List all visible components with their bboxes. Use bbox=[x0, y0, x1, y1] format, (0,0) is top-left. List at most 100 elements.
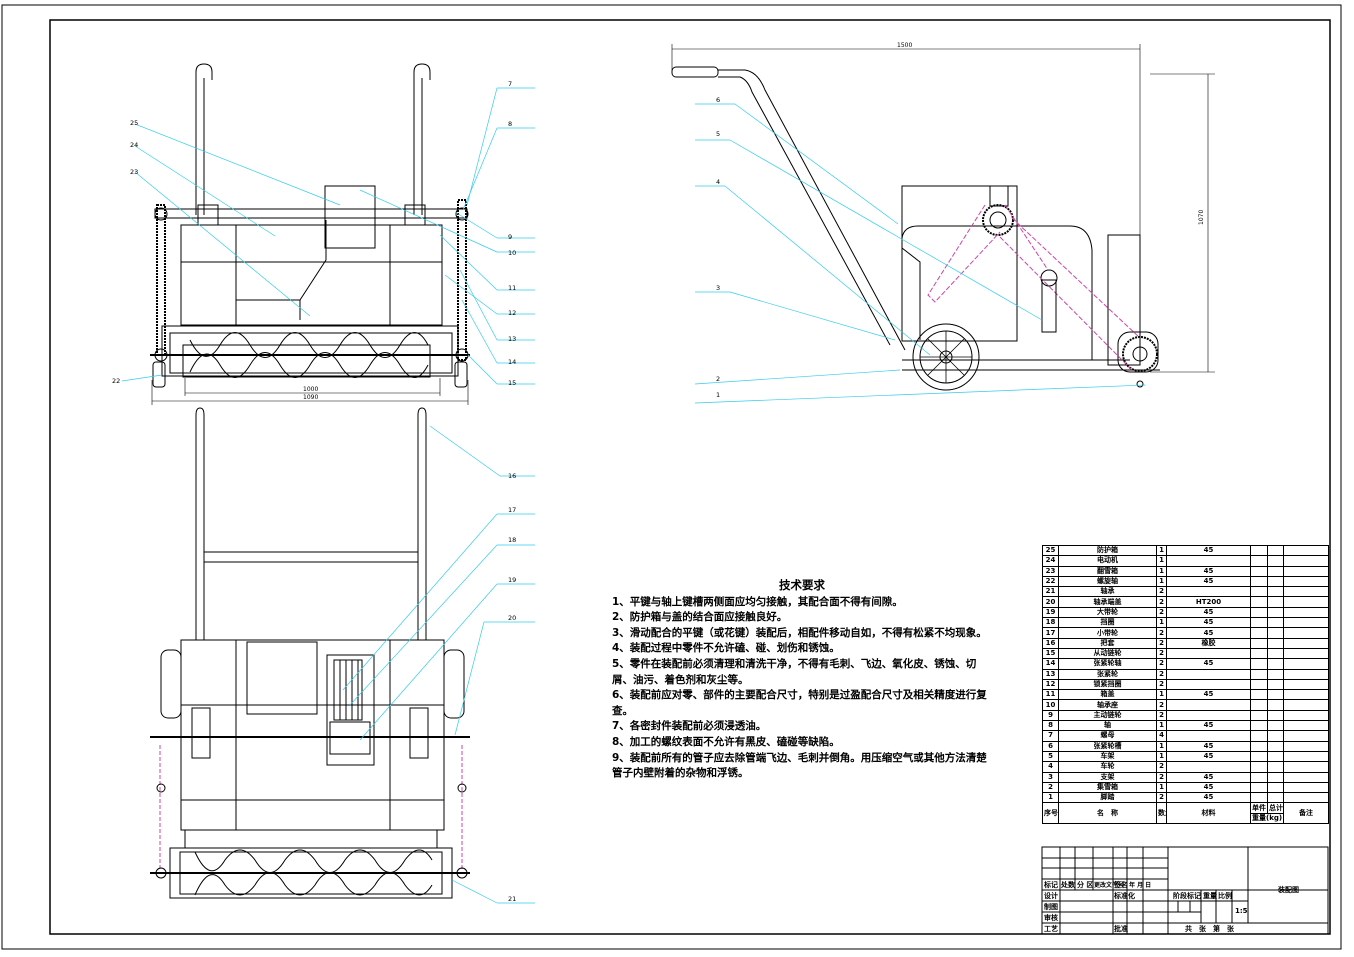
bom-empty-cell bbox=[1267, 699, 1284, 711]
bom-empty-cell bbox=[1283, 709, 1329, 722]
bom-material: HT200 bbox=[1166, 596, 1251, 608]
bom-qty: 2 bbox=[1156, 586, 1167, 598]
bom-empty-cell bbox=[1283, 668, 1329, 680]
bom-qty: 1 bbox=[1156, 565, 1167, 577]
bom-name: 锁紧挡圈 bbox=[1058, 678, 1157, 691]
label-11: 11 bbox=[508, 284, 516, 292]
tech-item: 1、平键与轴上键槽两侧面应均匀接触，其配合面不得有间隙。 bbox=[612, 595, 903, 608]
bom-empty-cell bbox=[1250, 689, 1268, 701]
bom-material: 45 bbox=[1166, 750, 1251, 763]
bom-empty-cell bbox=[1250, 555, 1268, 567]
bom-header-weight: 重量(kg) bbox=[1250, 812, 1284, 825]
label-16: 16 bbox=[508, 472, 516, 480]
bom-empty-cell bbox=[1267, 709, 1284, 722]
bom-empty-cell bbox=[1250, 668, 1268, 680]
tech-item: 5、零件在装配前必须清理和清洗干净，不得有毛刺、飞边、氧化皮、锈蚀、切屑、油污、… bbox=[612, 657, 977, 686]
label-17: 17 bbox=[508, 506, 516, 514]
bom-material bbox=[1166, 647, 1251, 660]
bom-empty-cell bbox=[1267, 555, 1284, 567]
label-3: 3 bbox=[716, 284, 720, 292]
bom-empty-cell bbox=[1250, 730, 1268, 742]
bom-empty-cell bbox=[1267, 678, 1284, 691]
bom-empty-cell bbox=[1250, 658, 1268, 670]
dim-height: 1070 bbox=[1198, 210, 1205, 225]
bom-seq: 8 bbox=[1042, 720, 1059, 732]
bom-material bbox=[1166, 678, 1251, 691]
bom-seq: 3 bbox=[1042, 771, 1059, 783]
bom-material bbox=[1166, 668, 1251, 680]
bom-empty-cell bbox=[1267, 596, 1284, 608]
bom-name: 车轮 bbox=[1058, 761, 1157, 773]
bom-empty-cell bbox=[1283, 544, 1329, 557]
bom-empty-cell bbox=[1267, 689, 1284, 701]
bom-seq: 25 bbox=[1042, 544, 1059, 557]
label-22: 22 bbox=[112, 377, 120, 385]
bom-material: 45 bbox=[1166, 771, 1251, 783]
bom-qty: 1 bbox=[1156, 689, 1167, 701]
bom-material: 45 bbox=[1166, 565, 1251, 577]
bom-name: 张紧轮 bbox=[1058, 668, 1157, 680]
technical-requirements: 技术要求 1、平键与轴上键槽两侧面应均匀接触，其配合面不得有间隙。 2、防护箱与… bbox=[612, 578, 992, 782]
bom-qty: 2 bbox=[1156, 596, 1167, 608]
bom-material: 45 bbox=[1166, 617, 1251, 629]
bom-header-row: 重量(kg) bbox=[1043, 812, 1329, 825]
tb-weight: 重量 bbox=[1203, 892, 1217, 900]
bom-name: 翻雪箱 bbox=[1058, 565, 1157, 577]
bom-seq: 7 bbox=[1042, 730, 1059, 742]
bom-qty: 1 bbox=[1156, 575, 1167, 588]
label-8: 8 bbox=[508, 120, 512, 128]
tech-item: 2、防护箱与盖的结合面应接触良好。 bbox=[612, 611, 788, 624]
bom-name: 主动链轮 bbox=[1058, 709, 1157, 722]
dim-width-inner: 1000 bbox=[303, 386, 318, 393]
tech-item: 7、各密封件装配前必须浸透油。 bbox=[612, 720, 767, 733]
bom-qty: 2 bbox=[1156, 647, 1167, 660]
bom-empty-cell bbox=[1267, 740, 1284, 752]
tech-item: 9、装配前所有的管子应去除管端飞边、毛刺并倒角。用压缩空气或其他方法清楚管子内壁… bbox=[612, 751, 987, 780]
bom-empty-cell bbox=[1267, 627, 1284, 639]
bom-empty-cell bbox=[1250, 637, 1268, 649]
bom-name: 小带轮 bbox=[1058, 627, 1157, 639]
tb-process: 工艺 bbox=[1044, 925, 1058, 933]
bom-material bbox=[1166, 699, 1251, 711]
bom-empty-cell bbox=[1283, 699, 1329, 711]
bom-empty-cell bbox=[1250, 586, 1268, 598]
bom-empty-cell bbox=[1250, 627, 1268, 639]
bom-seq: 16 bbox=[1042, 637, 1059, 649]
bom-qty: 2 bbox=[1156, 658, 1167, 670]
bom-material: 45 bbox=[1166, 740, 1251, 752]
label-23: 23 bbox=[130, 168, 138, 176]
bom-empty-cell bbox=[1283, 627, 1329, 639]
bom-seq: 20 bbox=[1042, 596, 1059, 608]
bom-empty-cell bbox=[1267, 617, 1284, 629]
bom-header-qty: 数量 bbox=[1156, 802, 1167, 825]
bom-seq: 14 bbox=[1042, 658, 1059, 670]
label-6: 6 bbox=[716, 96, 720, 104]
bom-seq: 6 bbox=[1042, 740, 1059, 752]
bom-empty-cell bbox=[1283, 771, 1329, 783]
bom-seq: 21 bbox=[1042, 586, 1059, 598]
bom-empty-cell bbox=[1250, 544, 1268, 557]
bom-seq: 23 bbox=[1042, 565, 1059, 577]
label-4: 4 bbox=[716, 178, 720, 186]
bom-empty-cell bbox=[1283, 555, 1329, 567]
tech-item: 6、装配前应对零、部件的主要配合尺寸，特别是过盈配合尺寸及相关精度进行复查。 bbox=[612, 689, 987, 717]
bom-seq: 22 bbox=[1042, 575, 1059, 588]
bom-name: 轴承端盖 bbox=[1058, 596, 1157, 608]
title-block-frame bbox=[1041, 846, 1329, 935]
bom-name: 脚踏 bbox=[1058, 792, 1157, 804]
tb-date: 年 月 日 bbox=[1129, 882, 1152, 889]
bom-qty: 2 bbox=[1156, 678, 1167, 691]
bom-empty-cell bbox=[1267, 606, 1284, 619]
bom-material: 45 bbox=[1166, 689, 1251, 701]
